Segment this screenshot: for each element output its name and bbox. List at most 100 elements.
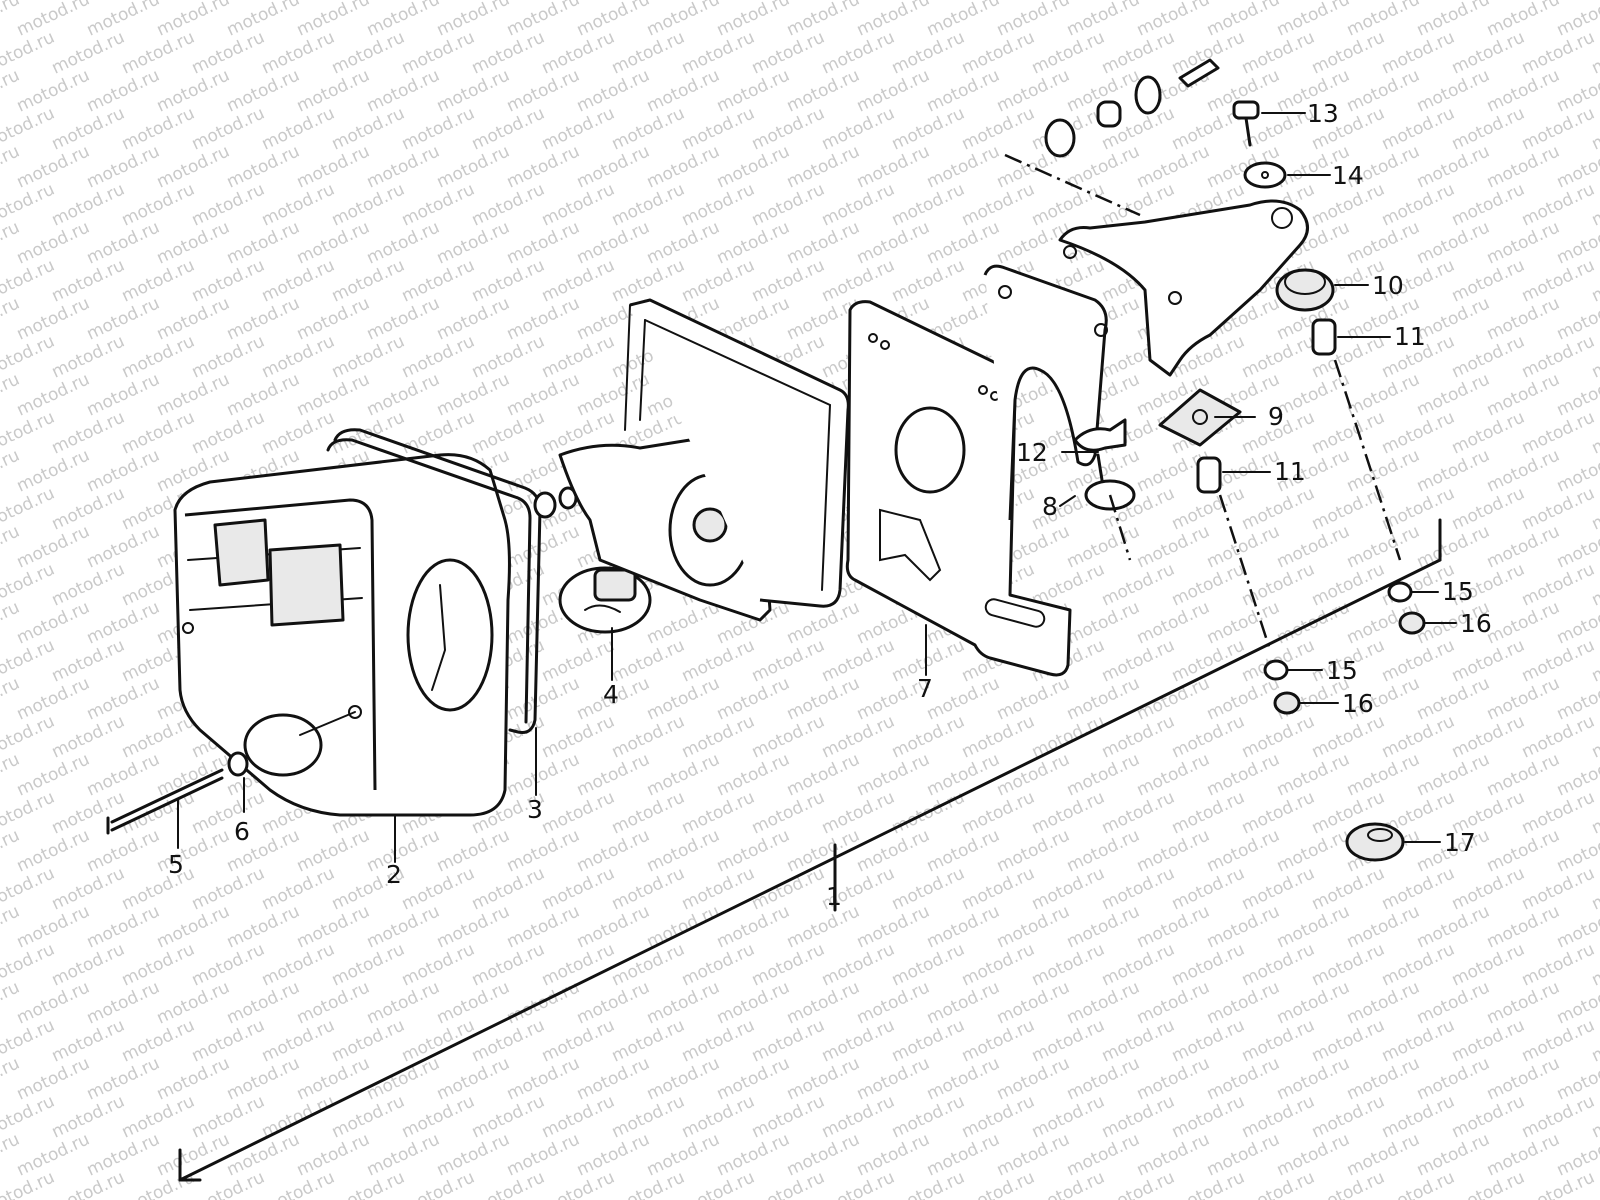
watermark-text: motod.ru bbox=[84, 293, 163, 344]
watermark-text: motod.ru bbox=[434, 65, 513, 116]
watermark-text: motod.ru bbox=[1379, 103, 1458, 154]
watermark-text: motod.ru bbox=[609, 711, 688, 762]
watermark-text: motod.ru bbox=[1449, 711, 1528, 762]
watermark-text: motod.ru bbox=[329, 27, 408, 78]
watermark-text: motod.ru bbox=[14, 749, 93, 800]
watermark-text: motod.ru bbox=[1064, 521, 1143, 572]
watermark-text: motod.ru bbox=[1449, 179, 1528, 230]
part-15-washer-b bbox=[1263, 659, 1289, 681]
watermark-text: motod.ru bbox=[1099, 863, 1178, 914]
watermark-text: motod.ru bbox=[1134, 597, 1213, 648]
watermark-text: motod.ru bbox=[679, 179, 758, 230]
watermark-text: motod.ru bbox=[1449, 27, 1528, 78]
watermark-text: motod.ru bbox=[714, 0, 793, 41]
callout-16-upper: 16 bbox=[1460, 609, 1492, 638]
callout-6: 6 bbox=[234, 817, 250, 846]
watermark-text: motod.ru bbox=[1274, 1053, 1353, 1104]
watermark-text: motod.ru bbox=[1134, 1053, 1213, 1104]
watermark-text: motod.ru bbox=[154, 825, 233, 876]
part-11-spacer-upper bbox=[1311, 318, 1337, 356]
watermark-text: motod.ru bbox=[1099, 939, 1178, 990]
watermark-text: motod.ru bbox=[329, 331, 408, 382]
watermark-text: motod.ru bbox=[49, 635, 128, 686]
watermark-text: motod.ru bbox=[224, 369, 303, 420]
watermark-text: motod.ru bbox=[1519, 483, 1598, 534]
watermark-text: motod.ru bbox=[224, 977, 303, 1028]
watermark-text: motod.ru bbox=[994, 825, 1073, 876]
watermark-text: motod.ru bbox=[84, 0, 163, 41]
callout-9: 9 bbox=[1268, 402, 1284, 431]
watermark-text: motod.ru bbox=[609, 939, 688, 990]
watermark-text: motod.ru bbox=[154, 0, 233, 41]
watermark-text: motod.ru bbox=[49, 103, 128, 154]
watermark-text: motod.ru bbox=[1204, 901, 1283, 952]
watermark-text: motod.ru bbox=[924, 141, 1003, 192]
watermark-text: motod.ru bbox=[1344, 65, 1423, 116]
watermark-text: motod.ru bbox=[1414, 673, 1493, 724]
watermark-text: motod.ru bbox=[1274, 1129, 1353, 1180]
watermark-text: motod.ru bbox=[154, 901, 233, 952]
watermark-text: motod.ru bbox=[1344, 1053, 1423, 1104]
watermark-text: motod.ru bbox=[259, 255, 338, 306]
watermark-text: motod.ru bbox=[1414, 141, 1493, 192]
assembly-lines bbox=[1004, 153, 1402, 651]
watermark-text: motod.ru bbox=[1519, 863, 1598, 914]
watermark-text: motod.ru bbox=[854, 1129, 933, 1180]
watermark-text: motod.ru bbox=[889, 27, 968, 78]
watermark-text: motod.ru bbox=[189, 255, 268, 306]
watermark-text: motod.ru bbox=[854, 65, 933, 116]
nuts-small bbox=[533, 486, 578, 519]
watermark-text: motod.ru bbox=[14, 217, 93, 268]
watermark-text: motod.ru bbox=[84, 1129, 163, 1180]
watermark-text: motod.ru bbox=[224, 1053, 303, 1104]
watermark-text: motod.ru bbox=[644, 825, 723, 876]
watermark-text: motod.ru bbox=[1309, 27, 1388, 78]
watermark-text: motod.ru bbox=[1204, 749, 1283, 800]
watermark-text: motod.ru bbox=[644, 1053, 723, 1104]
watermark-text: motod.ru bbox=[1414, 901, 1493, 952]
watermark-text: motod.ru bbox=[189, 103, 268, 154]
watermark-text: motod.ru bbox=[819, 787, 898, 838]
watermark-text: motod.ru bbox=[889, 255, 968, 306]
watermark-text: motod.ru bbox=[924, 977, 1003, 1028]
watermark-text: motod.ru bbox=[819, 939, 898, 990]
watermark-text: motod.ru bbox=[1029, 27, 1108, 78]
watermark-text: motod.ru bbox=[49, 179, 128, 230]
watermark-text: motod.ru bbox=[14, 673, 93, 724]
watermark-text: motod.ru bbox=[329, 1091, 408, 1142]
watermark-text: motod.ru bbox=[574, 901, 653, 952]
part-16-nut-a bbox=[1398, 611, 1426, 635]
watermark-text: motod.ru bbox=[679, 939, 758, 990]
watermark-text: motod.ru bbox=[1484, 521, 1563, 572]
watermark-text: motod.ru bbox=[924, 1129, 1003, 1180]
watermark-text: motod.ru bbox=[504, 977, 583, 1028]
watermark-text: motod.ru bbox=[1484, 977, 1563, 1028]
callout-10: 10 bbox=[1372, 271, 1404, 300]
watermark-text: motod.ru bbox=[119, 863, 198, 914]
watermark-text: motod.ru bbox=[14, 825, 93, 876]
watermark-text: motod.ru bbox=[119, 939, 198, 990]
watermark-text: motod.ru bbox=[1274, 825, 1353, 876]
watermark-text: motod.ru bbox=[679, 863, 758, 914]
watermark-text: motod.ru bbox=[1484, 1053, 1563, 1104]
upper-fasteners bbox=[1044, 58, 1220, 158]
watermark-text: motod.ru bbox=[644, 65, 723, 116]
watermark-text: motod.ru bbox=[854, 1053, 933, 1104]
watermark-text: motod.ru bbox=[14, 977, 93, 1028]
watermark-text: motod.ru bbox=[469, 179, 548, 230]
watermark-text: motod.ru bbox=[924, 673, 1003, 724]
watermark-text: motod.ru bbox=[399, 1091, 478, 1142]
watermark-text: motod.ru bbox=[959, 711, 1038, 762]
watermark-text: motod.ru bbox=[1274, 749, 1353, 800]
watermark-text: motod.ru bbox=[1029, 1091, 1108, 1142]
watermark-text: motod.ru bbox=[1449, 407, 1528, 458]
watermark-text: motod.ru bbox=[504, 293, 583, 344]
watermark-text: motod.ru bbox=[679, 103, 758, 154]
watermark-text: motod.ru bbox=[154, 293, 233, 344]
watermark-text: motod.ru bbox=[924, 1053, 1003, 1104]
callout-7: 7 bbox=[917, 674, 933, 703]
watermark-text: motod.ru bbox=[889, 179, 968, 230]
part-5-screw bbox=[106, 768, 224, 835]
watermark-text: motod.ru bbox=[469, 1015, 548, 1066]
part-13-bolt bbox=[1232, 100, 1260, 147]
